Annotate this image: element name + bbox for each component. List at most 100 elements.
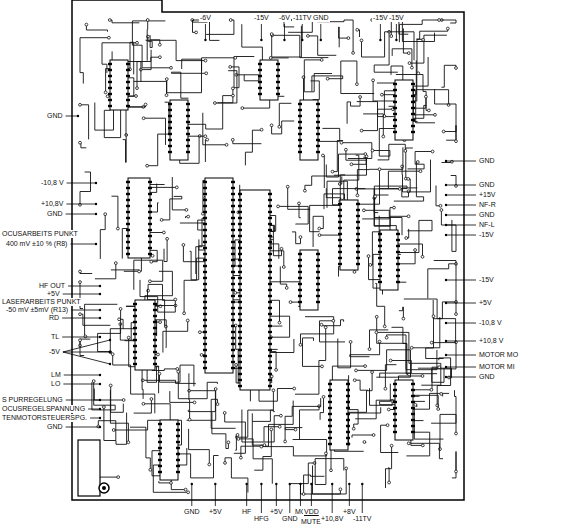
ic-pin [126,181,130,183]
ic-pin [203,229,207,231]
pad [229,19,232,22]
pad [330,469,333,472]
signal-label: GND [46,423,64,431]
ic-pin [268,277,272,279]
pad [241,107,244,110]
track [386,446,392,488]
ic-pin [203,355,207,357]
pad [421,375,424,378]
pad [185,209,188,212]
ic-pin [316,133,320,135]
leader-dot [99,336,101,338]
pad [142,117,145,120]
track [378,144,406,160]
ic-pin [393,101,397,103]
pad [127,336,130,339]
leader-dot [245,483,247,485]
ic-pin [268,253,272,255]
ic-pin [148,199,152,201]
ic-pin [268,199,272,201]
leader-line [446,205,476,206]
ic-pin [158,447,162,449]
pad [135,95,138,98]
ic-pin [268,229,272,231]
leader-dot [445,224,447,226]
leader-line [261,24,262,40]
leader-line [396,24,397,40]
ic-pin [203,265,207,267]
ic-pin [231,277,235,279]
ic-pin [328,401,332,403]
leader-dot [260,483,262,485]
ic-pin [238,241,242,243]
ic-pin [258,93,262,95]
track [452,452,456,478]
leader-line [66,427,100,428]
ic-pin [356,215,360,217]
ic-pin [126,81,130,83]
ic-pin [238,361,242,363]
ic-body [300,100,318,160]
track [408,152,433,169]
track [80,105,89,140]
ic-pin [148,211,152,213]
pad [269,57,272,60]
pad [359,96,362,99]
track [392,327,410,374]
pad [363,209,366,212]
pad [387,408,390,411]
pad [159,321,162,324]
ic-pin [338,227,342,229]
ic-pin [126,187,130,189]
ic-pin [298,259,302,261]
pad [79,141,82,144]
track [167,59,202,92]
track [372,20,434,42]
pad [383,325,386,328]
track [178,454,219,478]
track [172,177,186,210]
ic-pin [176,423,180,425]
pad [318,234,321,237]
track [146,40,206,60]
ic-pin [231,199,235,201]
leader-line [215,484,216,506]
leader-line [320,24,321,40]
ic-pin [203,295,207,297]
track [322,320,344,326]
pad [438,19,441,22]
ic-pin [393,383,397,385]
ic-pin [346,437,350,439]
pad [320,59,323,62]
ic-pin [338,209,342,211]
pad [282,266,285,269]
ic-body [395,380,413,440]
ic-pin [393,83,397,85]
ic-pin [238,301,242,303]
track [172,72,207,98]
signal-label: GND [46,112,64,120]
pad [111,353,114,356]
pad [318,227,321,230]
ic-pin [298,277,302,279]
ic-pin [393,407,397,409]
ic-pin [168,145,172,147]
track [402,160,430,192]
pad [369,264,372,267]
pad [455,140,458,143]
ic-pin [346,407,350,409]
ic-pin [238,265,242,267]
ic-pin [231,271,235,273]
ic-pin [356,257,360,259]
pad [321,365,324,368]
pad [234,291,237,294]
leader-line [311,484,312,506]
track [100,214,105,259]
ic-pin [298,151,302,153]
track [230,57,254,88]
ic-body [395,80,413,140]
pad [165,94,168,97]
ic-pin [298,289,302,291]
pad [79,313,82,316]
ic-pin [108,87,112,89]
